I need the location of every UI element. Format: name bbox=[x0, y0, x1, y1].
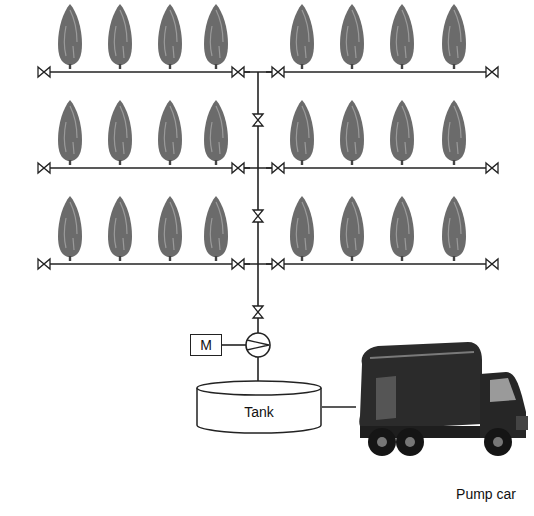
tank-top bbox=[197, 381, 321, 395]
tank-label: Tank bbox=[244, 404, 274, 420]
wheel bbox=[368, 428, 396, 456]
truck-tank bbox=[359, 342, 482, 430]
tree bbox=[158, 4, 182, 69]
tank-panel bbox=[376, 376, 396, 420]
pump-symbol bbox=[246, 333, 270, 357]
cab-window bbox=[490, 378, 516, 402]
tree bbox=[390, 100, 414, 165]
tree bbox=[204, 100, 228, 165]
motor-box: M bbox=[190, 334, 222, 356]
tree bbox=[158, 196, 182, 261]
tree bbox=[108, 4, 132, 69]
tree bbox=[158, 100, 182, 165]
hose-line bbox=[322, 407, 356, 408]
tree bbox=[290, 196, 314, 261]
truck-illustration bbox=[356, 338, 530, 478]
tree bbox=[204, 4, 228, 69]
tank-cylinder: Tank bbox=[196, 380, 322, 434]
tree bbox=[390, 196, 414, 261]
wheel bbox=[396, 428, 424, 456]
pipe-network bbox=[44, 72, 492, 384]
wheel bbox=[484, 428, 512, 456]
pump-car: Pump car bbox=[356, 338, 530, 504]
tree bbox=[108, 196, 132, 261]
tree bbox=[58, 4, 82, 69]
tree bbox=[442, 196, 466, 261]
wheel-hub bbox=[493, 437, 503, 447]
tree bbox=[340, 4, 364, 69]
tree bbox=[390, 4, 414, 69]
grille bbox=[516, 416, 528, 430]
tree bbox=[204, 196, 228, 261]
motor-label: M bbox=[200, 337, 212, 353]
tree bbox=[340, 100, 364, 165]
tree bbox=[442, 100, 466, 165]
tree bbox=[290, 4, 314, 69]
valves bbox=[38, 67, 498, 318]
tree bbox=[340, 196, 364, 261]
connector-line bbox=[322, 406, 356, 408]
tree-rows bbox=[58, 4, 466, 261]
wheel-hub bbox=[377, 437, 387, 447]
tank-highlight bbox=[370, 352, 474, 358]
tree bbox=[58, 196, 82, 261]
tree bbox=[58, 100, 82, 165]
tree bbox=[442, 4, 466, 69]
tree bbox=[108, 100, 132, 165]
tree bbox=[290, 100, 314, 165]
vehicle-caption: Pump car bbox=[456, 486, 516, 502]
wheel-hub bbox=[405, 437, 415, 447]
